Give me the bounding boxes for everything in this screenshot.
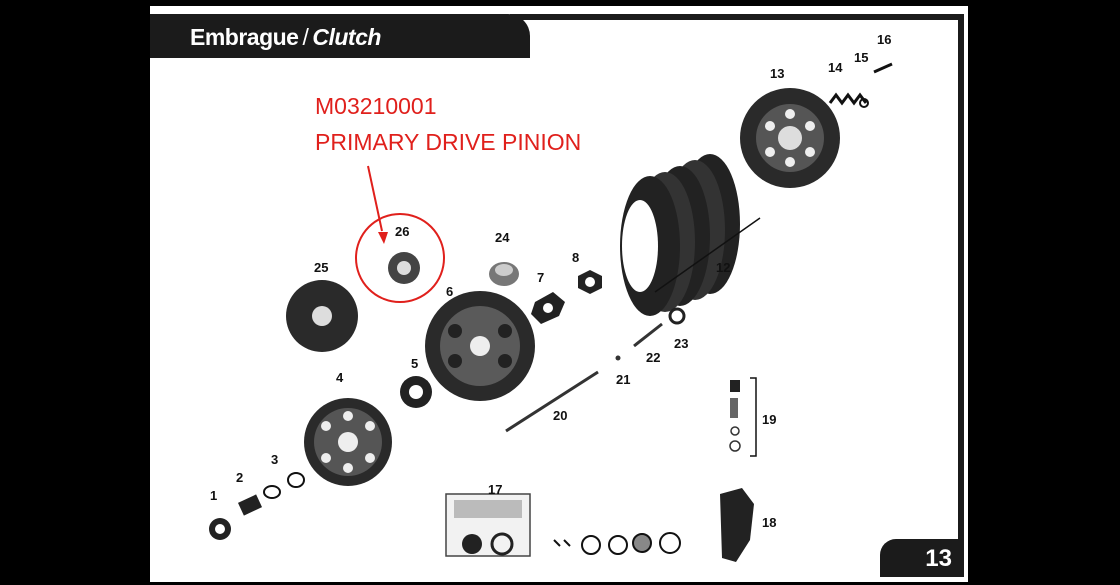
- part-5-thrust-washer: [400, 376, 432, 408]
- label-part-19: 19: [762, 412, 776, 427]
- part-19-adjuster-set: [729, 377, 757, 457]
- title-english: Clutch: [312, 24, 381, 50]
- label-part-23: 23: [674, 336, 688, 351]
- label-part-20: 20: [553, 408, 567, 423]
- label-part-8: 8: [572, 250, 579, 265]
- part-16-screw: [873, 62, 893, 74]
- label-part-24: 24: [495, 230, 510, 245]
- title-separator: /: [302, 24, 309, 50]
- label-part-1: 1: [210, 488, 217, 503]
- part-15-washer: [859, 98, 869, 108]
- annotation-part-name: PRIMARY DRIVE PINION: [315, 129, 582, 155]
- part-6-clutch-hub: [425, 291, 535, 401]
- right-border: [958, 14, 964, 544]
- part-26-primary-drive-pinion: [388, 252, 420, 284]
- pinion-highlight-circle: [355, 213, 445, 303]
- part-24-bushing: [489, 262, 519, 286]
- label-part-18: 18: [762, 515, 776, 530]
- top-border: [510, 14, 964, 20]
- part-23-nut: [668, 307, 686, 325]
- label-part-6: 6: [446, 284, 453, 299]
- part-1-washer: [209, 518, 231, 540]
- part-12-clutch-plates: [620, 154, 761, 316]
- header-bar: Embrague/Clutch: [150, 14, 530, 58]
- label-part-12: 12: [716, 260, 730, 275]
- part-20-push-rod: [505, 370, 599, 433]
- label-part-2: 2: [236, 470, 243, 485]
- part-17-gasket-kit: [445, 493, 531, 557]
- label-part-26: 26: [395, 224, 409, 239]
- page-number: 13: [925, 545, 952, 572]
- label-part-17: 17: [488, 482, 502, 497]
- part-13-pressure-plate: [740, 88, 840, 188]
- label-part-15: 15: [854, 50, 868, 65]
- page-tab: 13: [880, 539, 964, 577]
- label-part-14: 14: [828, 60, 843, 75]
- label-part-5: 5: [411, 356, 418, 371]
- exploded-parts-diagram: 1 2 3 4 5 6 7 8 12 13 14 15 16 17 18 19 …: [209, 32, 893, 562]
- label-part-4: 4: [336, 370, 344, 385]
- label-part-13: 13: [770, 66, 784, 81]
- part-2-bushing: [237, 494, 263, 516]
- part-25-plate: [286, 280, 358, 352]
- label-part-16: 16: [877, 32, 891, 47]
- part-4-clutch-basket: [304, 398, 392, 486]
- title-french: Embrague: [190, 24, 299, 50]
- seal-rings-row: [553, 532, 681, 555]
- label-part-25: 25: [314, 260, 328, 275]
- part-3-rings: [263, 472, 305, 499]
- annotation-part-code: M03210001: [315, 93, 437, 119]
- label-part-3: 3: [271, 452, 278, 467]
- label-part-22: 22: [646, 350, 660, 365]
- annotation-arrow: [367, 165, 388, 244]
- part-22-push-piece: [633, 322, 663, 348]
- part-21-ball: [615, 355, 621, 361]
- label-part-21: 21: [616, 372, 630, 387]
- catalog-page: Embrague/Clutch 13: [150, 6, 968, 582]
- label-part-7: 7: [537, 270, 544, 285]
- page-title: Embrague/Clutch: [190, 24, 381, 51]
- part-14-spring: [828, 92, 868, 106]
- part-18-cover: [720, 488, 754, 562]
